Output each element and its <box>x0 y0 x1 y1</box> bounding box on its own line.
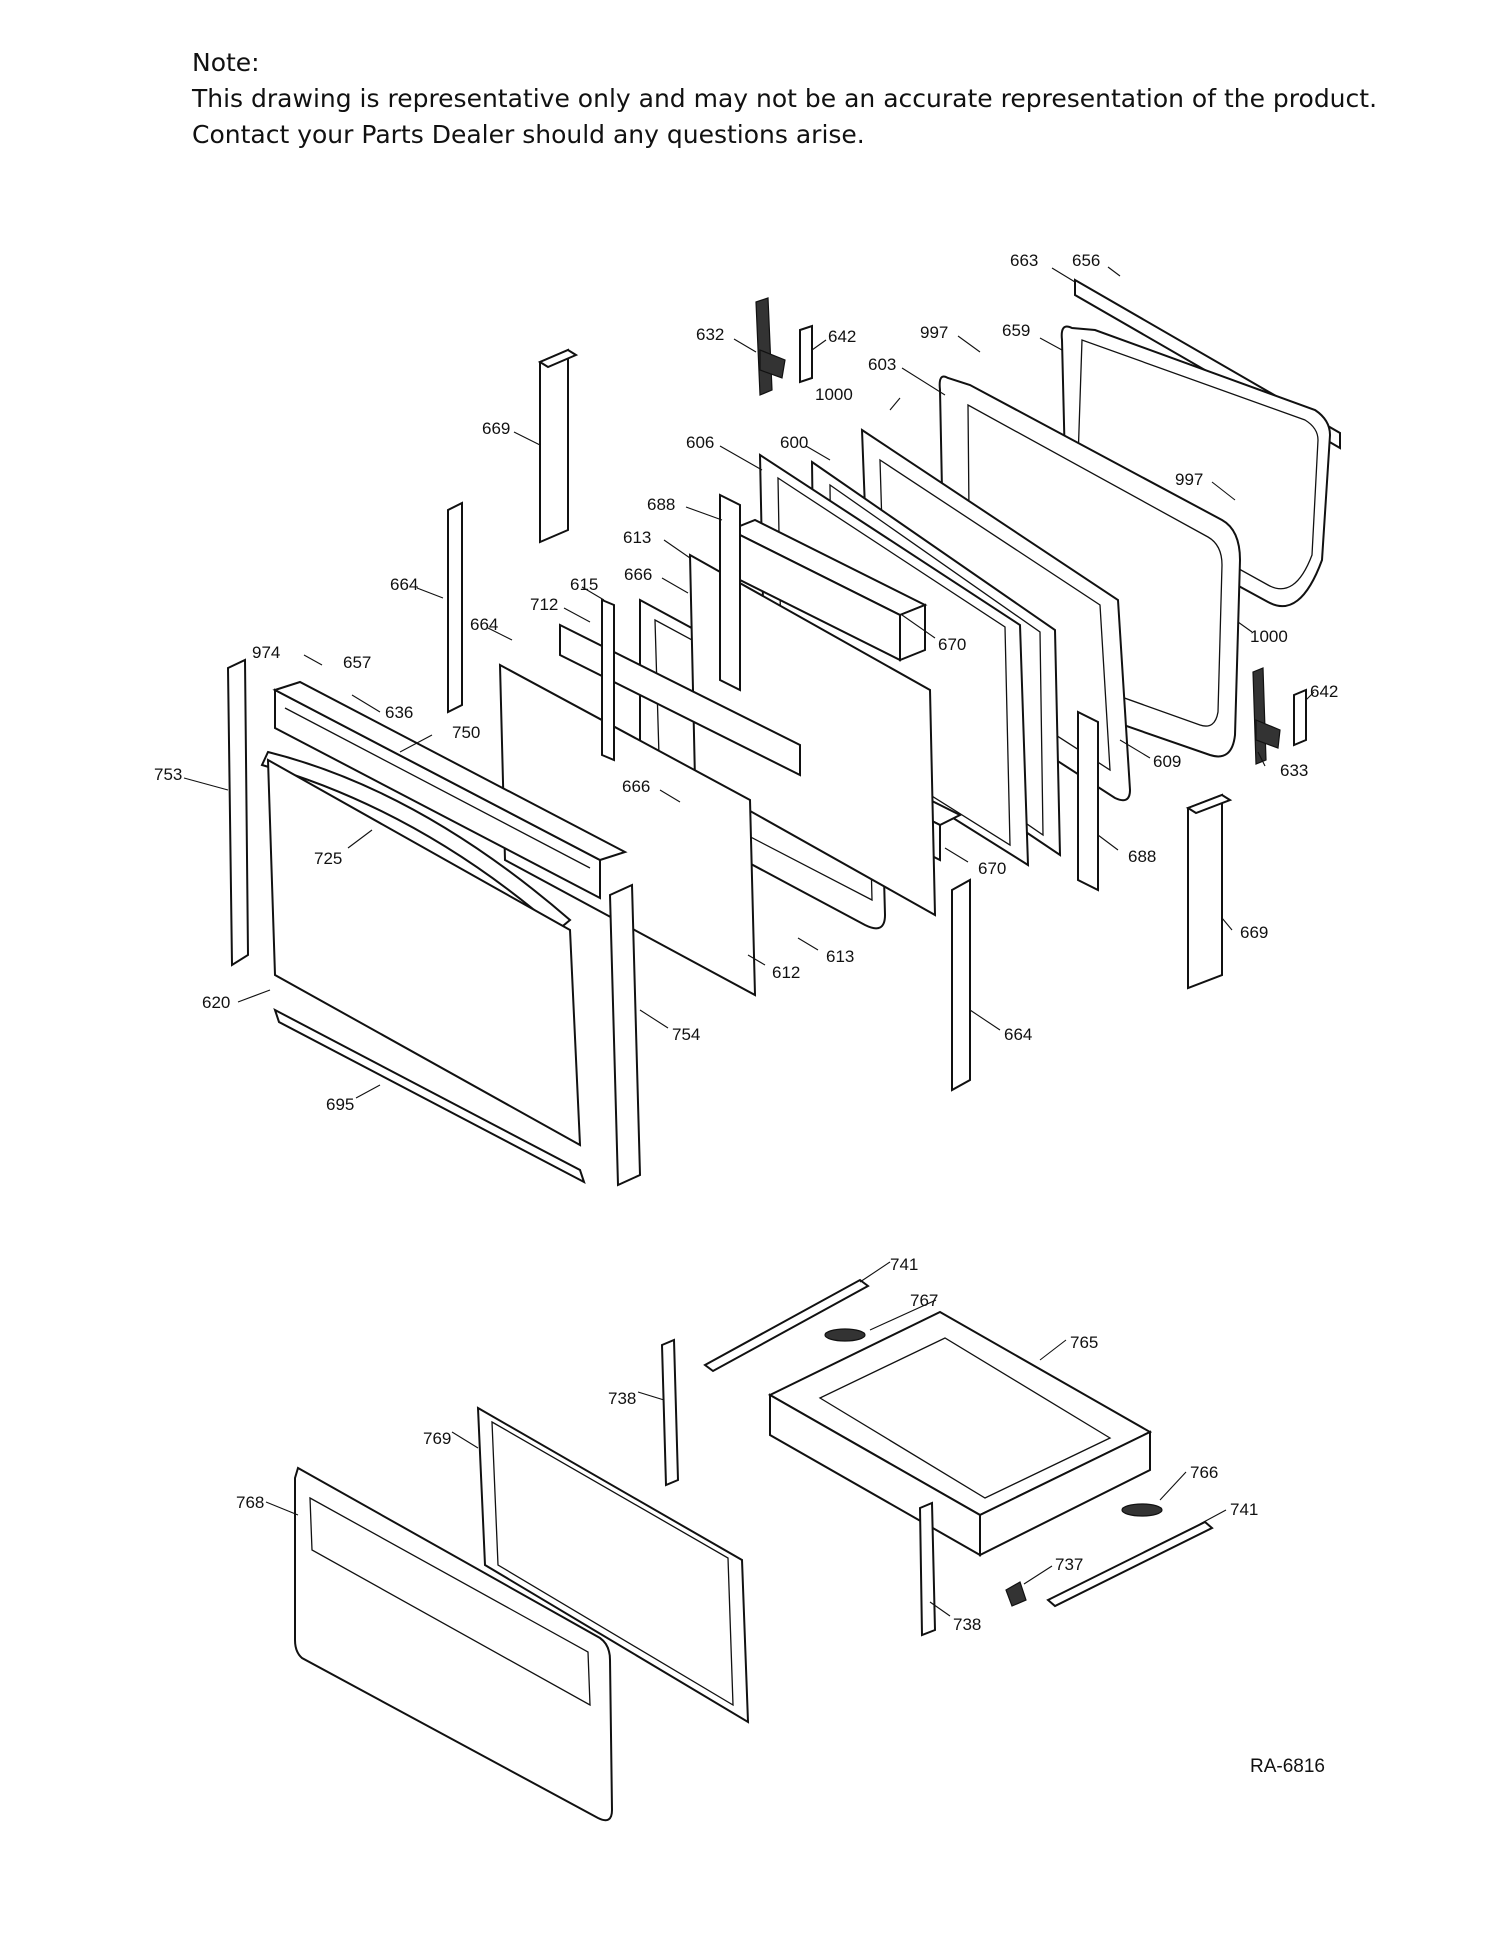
callout-labels: 663 656 632 642 997 659 603 1000 669 606… <box>154 251 1338 1634</box>
callout-737: 737 <box>1055 1555 1083 1574</box>
callout-670b: 670 <box>978 859 1006 878</box>
callout-642b: 642 <box>1310 682 1338 701</box>
callout-997: 997 <box>920 323 948 342</box>
callout-669b: 669 <box>1240 923 1268 942</box>
callout-769: 769 <box>423 1429 451 1448</box>
callout-656: 656 <box>1072 251 1100 270</box>
part-741-rail-top <box>703 1278 870 1373</box>
part-741-rail-bottom <box>1046 1520 1214 1608</box>
callout-659: 659 <box>1002 321 1030 340</box>
callout-613b: 613 <box>826 947 854 966</box>
callout-609: 609 <box>1153 752 1181 771</box>
callout-768: 768 <box>236 1493 264 1512</box>
part-750-vent-trim <box>272 680 628 900</box>
callout-664: 664 <box>390 575 418 594</box>
part-632-hinge <box>755 297 786 396</box>
part-738-rail-upper <box>660 1338 680 1487</box>
callout-741: 741 <box>890 1255 918 1274</box>
callout-997b: 997 <box>1175 470 1203 489</box>
part-688-bracket-left <box>719 493 741 692</box>
part-766-roller <box>1121 1503 1163 1517</box>
part-669-column-left <box>537 348 579 544</box>
part-688-bracket-right <box>1077 710 1099 892</box>
callout-633: 633 <box>1280 761 1308 780</box>
callout-669: 669 <box>482 419 510 438</box>
callout-666b: 666 <box>622 777 650 796</box>
callout-753: 753 <box>154 765 182 784</box>
callout-738b: 738 <box>953 1615 981 1634</box>
callout-663: 663 <box>1010 251 1038 270</box>
callout-664b: 664 <box>470 615 498 634</box>
callout-754: 754 <box>672 1025 700 1044</box>
callout-632: 632 <box>696 325 724 344</box>
part-753-side-frame <box>226 658 250 967</box>
callout-1000: 1000 <box>815 385 853 404</box>
callout-688: 688 <box>647 495 675 514</box>
part-642-receiver-right <box>1293 688 1307 747</box>
part-768-drawer-front <box>294 1466 614 1822</box>
part-642-receiver-top <box>799 324 813 384</box>
leader-lines <box>183 266 1315 1617</box>
callout-636: 636 <box>385 703 413 722</box>
callout-750: 750 <box>452 723 480 742</box>
part-664-strip-lower <box>951 878 971 1092</box>
note-heading: Note: <box>192 48 260 77</box>
part-738-rail-lower <box>918 1501 937 1637</box>
callout-615: 615 <box>570 575 598 594</box>
part-712-strip <box>559 623 801 777</box>
callout-974: 974 <box>252 643 280 662</box>
callout-688b: 688 <box>1128 847 1156 866</box>
callout-1000b: 1000 <box>1250 627 1288 646</box>
part-767-roller <box>824 1328 866 1342</box>
diagram-code: RA-6816 <box>1250 1756 1325 1777</box>
callout-725: 725 <box>314 849 342 868</box>
callout-695: 695 <box>326 1095 354 1114</box>
note-line-2: Contact your Parts Dealer should any que… <box>192 120 865 149</box>
callout-666: 666 <box>624 565 652 584</box>
part-737-roller <box>1005 1581 1027 1607</box>
part-754-side-frame <box>608 883 642 1187</box>
callout-606: 606 <box>686 433 714 452</box>
callout-767: 767 <box>910 1291 938 1310</box>
callout-766: 766 <box>1190 1463 1218 1482</box>
part-620-outer-door <box>266 758 582 1147</box>
callout-664c: 664 <box>1004 1025 1032 1044</box>
callout-600: 600 <box>780 433 808 452</box>
part-633-hinge <box>1252 667 1281 765</box>
callout-613: 613 <box>623 528 651 547</box>
callout-642: 642 <box>828 327 856 346</box>
part-695-bottom-trim <box>273 1007 586 1185</box>
part-615-side-strip <box>601 598 615 762</box>
callout-765: 765 <box>1070 1333 1098 1352</box>
callout-603: 603 <box>868 355 896 374</box>
callout-620: 620 <box>202 993 230 1012</box>
part-669-column-right <box>1185 793 1233 990</box>
callout-738: 738 <box>608 1389 636 1408</box>
part-664-strip-upper <box>447 501 463 714</box>
callout-612: 612 <box>772 963 800 982</box>
callout-741b: 741 <box>1230 1500 1258 1519</box>
callout-712: 712 <box>530 595 558 614</box>
note-line-1: This drawing is representative only and … <box>192 84 1378 113</box>
callout-657: 657 <box>343 653 371 672</box>
part-769-drawer-frame <box>476 1406 750 1724</box>
callout-670: 670 <box>938 635 966 654</box>
